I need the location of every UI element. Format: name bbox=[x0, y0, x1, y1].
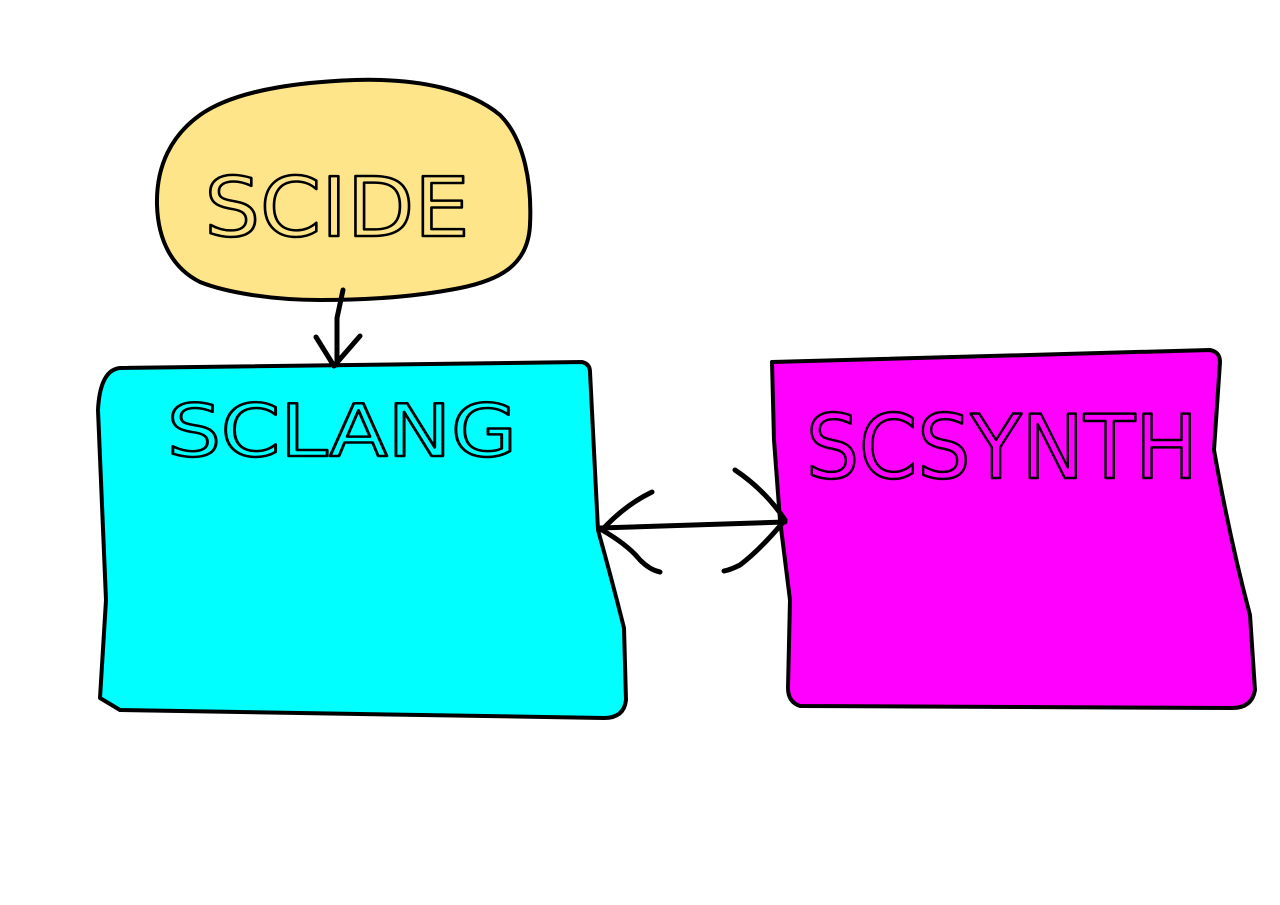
scsynth-node: SCSYNTH bbox=[770, 348, 1257, 710]
edge-right-arrowhead bbox=[721, 467, 788, 574]
scsynth-label: SCSYNTH bbox=[806, 396, 1198, 499]
scide-node: SCIDE bbox=[154, 77, 533, 302]
scsynth-shape bbox=[770, 348, 1257, 710]
scide-shape bbox=[154, 77, 533, 302]
scide-label: SCIDE bbox=[205, 161, 470, 256]
edge-sclang-scsynth-line bbox=[597, 519, 788, 531]
edge-scide-sclang-arrowhead bbox=[313, 333, 363, 369]
edge-scide-sclang-line bbox=[334, 287, 346, 368]
sclang-node: SCLANG bbox=[96, 360, 628, 720]
edge-left-arrowhead bbox=[599, 489, 663, 575]
edge-scide-to-sclang bbox=[313, 287, 363, 369]
sclang-shape bbox=[96, 360, 628, 720]
edge-sclang-scsynth bbox=[597, 467, 788, 575]
sclang-label: SCLANG bbox=[167, 389, 517, 473]
